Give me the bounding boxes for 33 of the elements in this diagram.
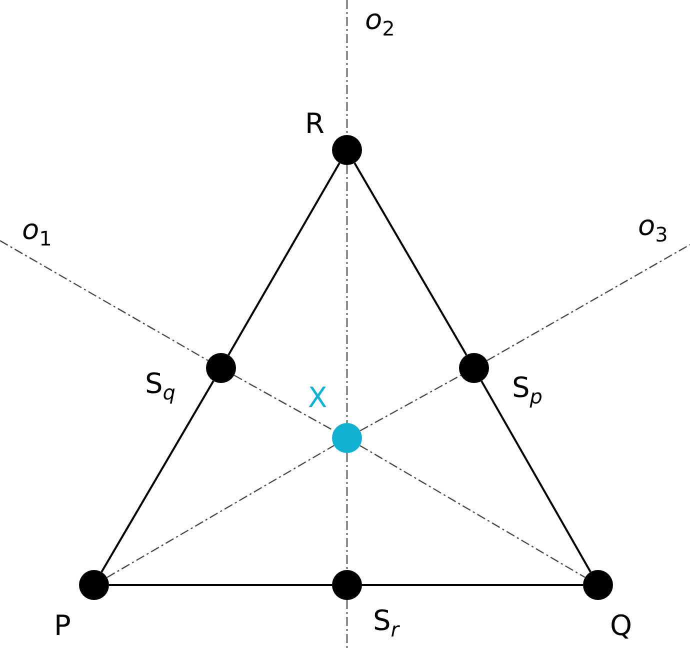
triangle-side <box>228 162 340 356</box>
axis-label: o$_{3}$ <box>638 210 668 249</box>
point-dot <box>332 135 362 165</box>
dash-dot-line <box>346 0 348 135</box>
point-dot <box>79 570 109 600</box>
point-label: S$_{p}$ <box>512 372 542 411</box>
dash-dot-line <box>360 445 586 578</box>
dash-dot-line <box>486 244 690 362</box>
point-label: R <box>305 108 324 140</box>
point-label: P <box>54 610 71 642</box>
point-dot <box>332 570 362 600</box>
point-label: Q <box>610 610 632 642</box>
point-dot <box>459 353 489 383</box>
axis-label: o$_{1}$ <box>22 214 52 253</box>
triangle-side <box>109 584 332 586</box>
dash-dot-line <box>0 240 208 362</box>
dash-dot-line <box>360 374 462 432</box>
point-dot <box>332 423 362 453</box>
point-dot <box>583 570 613 600</box>
dash-dot-line <box>346 600 348 651</box>
dash-dot-line <box>106 445 334 578</box>
triangle-side <box>480 380 592 572</box>
point-label: X <box>308 382 328 414</box>
point-label: S$_{q}$ <box>145 368 176 407</box>
point-dot <box>206 353 236 383</box>
triangle-side <box>362 584 583 586</box>
axis-label: o$_{2}$ <box>365 4 395 43</box>
dash-dot-line <box>346 453 348 570</box>
dash-dot-line <box>346 165 348 423</box>
point-label: S$_{r}$ <box>373 605 400 644</box>
triangle-side <box>354 162 468 356</box>
dash-dot-line <box>234 374 334 432</box>
triangle-side <box>100 380 214 573</box>
